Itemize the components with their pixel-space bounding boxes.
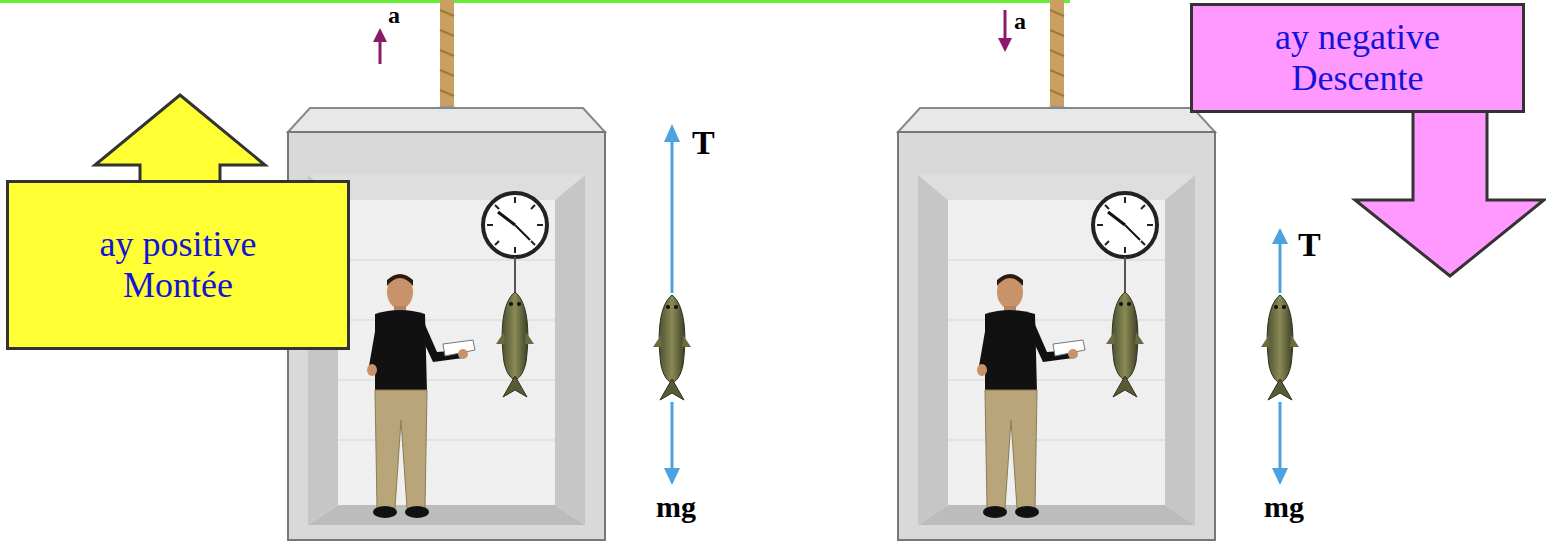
callout-text: ay negative Descente	[1242, 17, 1474, 100]
callout-box: ay negative Descente	[1190, 3, 1525, 113]
elevator-car	[898, 0, 1215, 540]
elevator-car-part	[898, 0, 1215, 540]
acceleration-label: a	[388, 2, 400, 28]
free-body-diagram-part	[671, 402, 674, 470]
acceleration-label: a	[1014, 8, 1026, 34]
acceleration-arrow	[998, 10, 1012, 52]
free-body-diagram-part	[1272, 468, 1288, 485]
free-body-diagram-part	[1261, 295, 1299, 400]
acceleration-arrow-part	[1004, 10, 1007, 40]
free-body-diagram	[653, 124, 691, 485]
free-body-diagram-part	[1279, 402, 1282, 470]
free-body-diagram-part	[664, 124, 680, 142]
free-body-diagram-part	[671, 140, 674, 293]
acceleration-arrow-part	[373, 28, 387, 42]
free-body-diagram-part	[653, 295, 691, 400]
acceleration-arrow-part	[379, 40, 382, 64]
force-label: T	[1298, 226, 1321, 263]
top-rule	[0, 0, 1070, 3]
callout-text: ay positive Montée	[62, 224, 294, 307]
up-callout-arrow	[95, 95, 265, 184]
acceleration-arrow-part	[998, 38, 1012, 52]
force-label: T	[692, 124, 715, 161]
down-callout-arrow	[1355, 110, 1544, 276]
acceleration-arrow	[373, 28, 387, 64]
free-body-diagram	[1261, 228, 1299, 485]
free-body-diagram-part	[1279, 242, 1282, 293]
force-label: mg	[1264, 490, 1304, 523]
down-callout-arrow-part	[1355, 110, 1544, 276]
up-callout-arrow-part	[95, 95, 265, 184]
free-body-diagram-part	[1272, 228, 1288, 244]
force-label: mg	[656, 490, 696, 523]
callout-box: ay positive Montée	[6, 180, 350, 350]
free-body-diagram-part	[664, 468, 680, 485]
